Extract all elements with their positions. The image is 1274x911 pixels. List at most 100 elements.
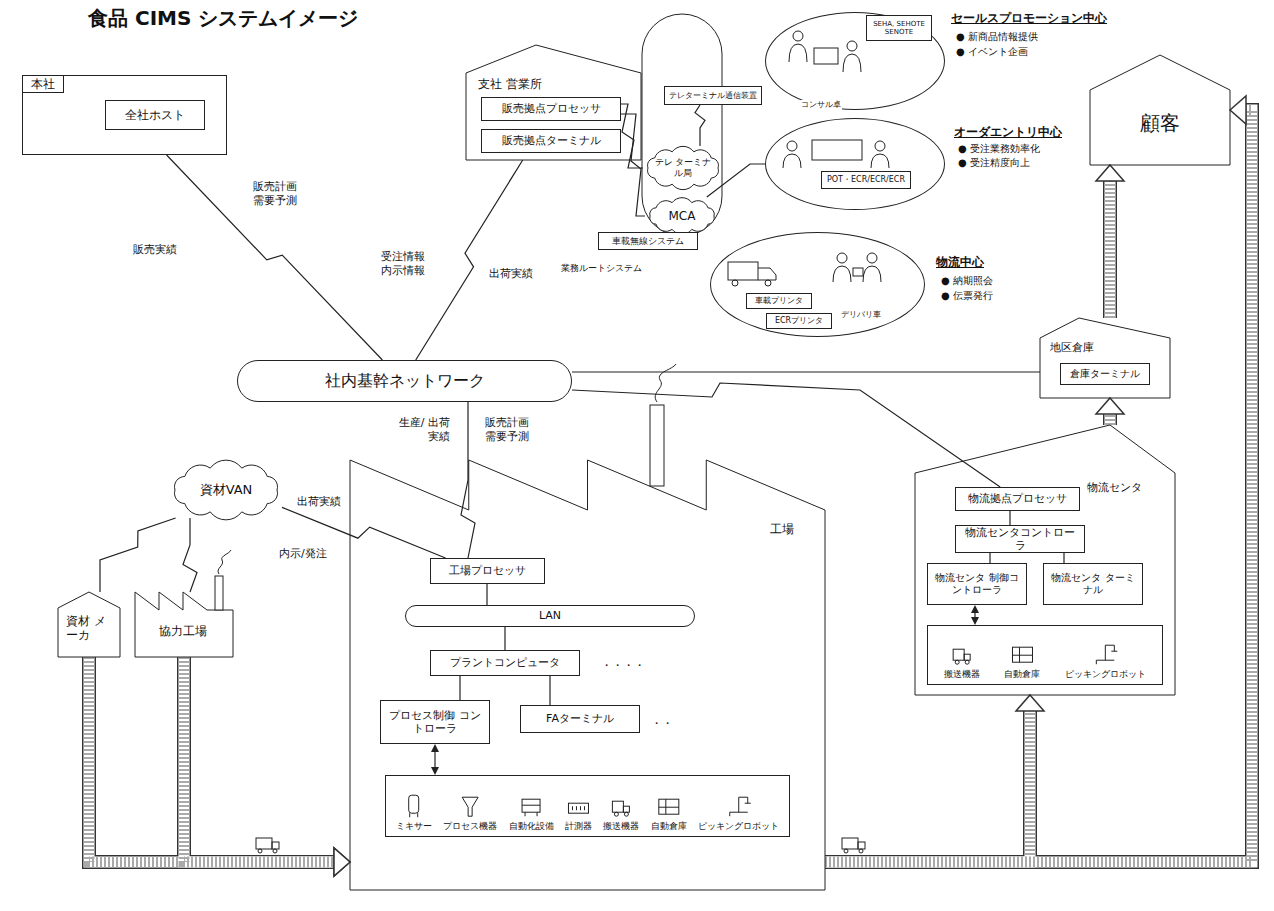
- flow-label: ・・: [650, 717, 674, 731]
- arrow-head: [431, 767, 439, 775]
- icon-stroke: [614, 812, 618, 816]
- node-text: FAターミナル: [546, 712, 614, 725]
- connector: [550, 676, 551, 705]
- system-box: 全社ホスト: [105, 100, 205, 130]
- building-outline: [466, 45, 641, 160]
- system-box: 販売拠点プロセッサ: [481, 97, 621, 121]
- connector-line: [459, 676, 460, 700]
- arrow-head: [971, 617, 979, 625]
- connector: [1064, 553, 1065, 563]
- system-box: 工場プロセッサ: [430, 558, 545, 584]
- building: 資材 メーカ: [58, 592, 120, 657]
- label-holder: 販売計画 需要予測: [252, 180, 308, 208]
- equipment-icon: [612, 801, 629, 816]
- text-holder: 資材 メーカ: [66, 614, 112, 643]
- equipment-icon: [409, 795, 419, 817]
- icon-stroke: [623, 806, 629, 812]
- factory-outline: [350, 460, 825, 890]
- text-holder: 支社 営業所: [478, 77, 542, 91]
- diagram-title: 食品 CIMS システムイメージ: [88, 6, 358, 30]
- node-text: 物流センタ 制御コントローラ: [932, 572, 1022, 596]
- system-box: 物流センタコントローラ: [955, 525, 1085, 553]
- label-holder: ・・: [650, 712, 674, 731]
- partner-factory: 協力工場: [135, 592, 233, 657]
- node-text: SEHA, SEHOTE SENOTE: [871, 20, 927, 37]
- icon-stroke: [612, 801, 623, 812]
- node-text: 物流センタコントローラ: [960, 526, 1080, 552]
- node-text: 販売拠点プロセッサ: [502, 102, 601, 115]
- cloud-outline: [650, 198, 715, 235]
- node-text: 資材VAN: [200, 482, 253, 498]
- equipment-icon: [522, 799, 540, 816]
- system-box: FAターミナル: [520, 705, 640, 733]
- building-outline: [1090, 55, 1230, 165]
- factory-building: 工場工場プロセッサLANプラントコンピュータプロセス制御 コントローラFAターミ…: [350, 440, 825, 890]
- person-figure: [863, 253, 881, 282]
- cloud-outline: [648, 146, 719, 189]
- connector: [461, 402, 475, 558]
- node-text: 支社 営業所: [478, 77, 542, 91]
- connector: [487, 584, 488, 605]
- flow-band-fill: [1105, 181, 1116, 318]
- communication-link: [572, 383, 1000, 487]
- icon-stroke: [410, 813, 418, 817]
- flow-label: 販売計画 需要予測: [252, 180, 308, 208]
- activity-area: オーダエントリ中心● 受注業務効率化● 受注精度向上POT・ECR/ECR/EC…: [765, 118, 945, 210]
- connector: [167, 155, 383, 360]
- network-bus: 社内基幹ネットワーク: [237, 360, 572, 402]
- flow-label: 業務ルートシステム: [560, 263, 643, 274]
- connector: [183, 518, 197, 592]
- equipment-icon: [659, 799, 679, 814]
- communication-link: [100, 518, 176, 592]
- icon-stroke: [730, 797, 751, 816]
- network-cloud: テレ ターミナル局: [643, 146, 723, 190]
- node-text: LAN: [539, 609, 561, 622]
- connector: [695, 105, 705, 146]
- building: 顧客: [1090, 55, 1230, 165]
- node-text: 社内基幹ネットワーク: [325, 371, 485, 390]
- node-text: POT・ECR/ECR/ECR: [827, 175, 905, 185]
- connector: [990, 553, 991, 563]
- node-text: 工場プロセッサ: [449, 564, 526, 577]
- connector-line: [572, 371, 1040, 372]
- flow-label: 販売実績: [132, 243, 178, 257]
- node-text: 物流センタ: [1087, 481, 1142, 494]
- flow-label: 出荷実績: [296, 495, 342, 509]
- flow-arrow-head: [334, 848, 350, 876]
- connector: [431, 744, 439, 775]
- delivery-truck: [728, 262, 776, 286]
- building: 物流センタ物流拠点プロセッサ物流センタコントローラ物流センタ 制御コントローラ物…: [915, 425, 1175, 695]
- building-outline: [1040, 318, 1170, 398]
- label-holder: 内示/発注: [278, 542, 328, 561]
- communication-link: [461, 402, 475, 558]
- flow-band-outline: [184, 657, 334, 862]
- system-box: POT・ECR/ECR/ECR: [821, 171, 911, 189]
- head-office: 本社全社ホスト: [22, 75, 227, 155]
- label-holder: コンサル卓: [800, 92, 842, 111]
- text-holder: 本社: [22, 75, 64, 93]
- icon-stroke: [659, 799, 679, 814]
- equipment-icon: [1012, 647, 1032, 662]
- node-text: プラントコンピュータ: [450, 656, 560, 669]
- node-text: 工場: [770, 522, 794, 536]
- connector: [505, 627, 506, 650]
- text-holder: 物流中心: [936, 255, 984, 269]
- node-text: 自動化設備: [509, 821, 554, 832]
- connector-line: [434, 752, 435, 767]
- system-box: 車載無線システム: [598, 232, 698, 250]
- flow-label: 出荷実績: [488, 267, 534, 281]
- flow-arrow-head: [1096, 398, 1124, 414]
- system-box: 物流センタ ターミナル: [1043, 563, 1143, 605]
- arrow-head: [971, 605, 979, 613]
- flow-label: 受注情報 内示情報: [380, 250, 436, 278]
- flow-band-outlines: [89, 110, 1252, 862]
- flow-band-fill: [825, 711, 1030, 862]
- text-holder: ● イベント企画: [956, 46, 1028, 58]
- node-text: ECRプリンタ: [775, 316, 823, 326]
- material-flow-arrow: [1110, 181, 1111, 318]
- flow-band-texture: [89, 657, 334, 862]
- flow-band-fills: [89, 110, 1252, 862]
- icon-stroke: [964, 654, 970, 660]
- icon-stroke: [955, 660, 959, 664]
- connector: [100, 518, 176, 592]
